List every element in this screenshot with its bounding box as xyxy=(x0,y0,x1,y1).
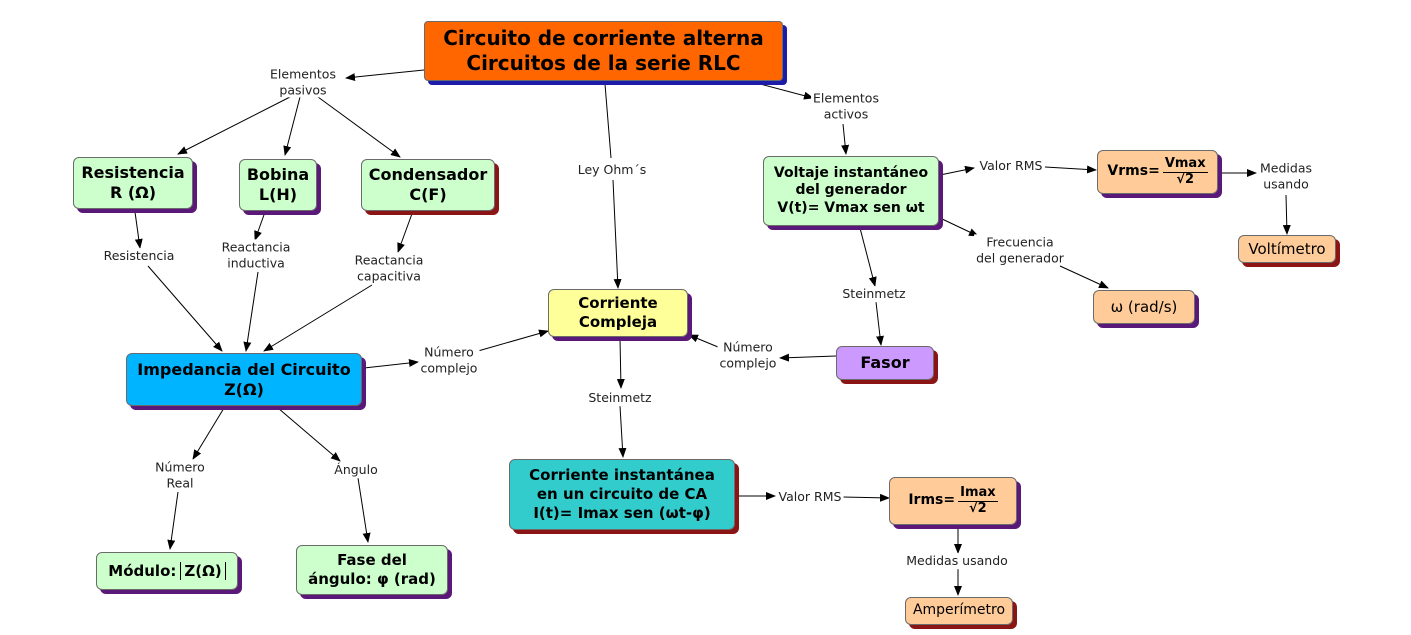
link-frecuencia-line2: del generador xyxy=(976,250,1064,265)
link-medidas-voltaje-line1: Medidas xyxy=(1260,160,1312,176)
link-numero-complejo-fasor-line2: complejo xyxy=(719,355,777,370)
voltimetro-node[interactable]: Voltímetro xyxy=(1238,235,1336,263)
fasor-label: Fasor xyxy=(860,353,910,372)
link-steinmetz-corriente: Steinmetz xyxy=(586,390,654,406)
corriente-instantanea-node[interactable]: Corriente instantánea en un circuito de … xyxy=(509,459,735,530)
voltaje-instantaneo-node[interactable]: Voltaje instantáneo del generador V(t)= … xyxy=(763,156,939,226)
impedancia-line1: Impedancia del Circuito xyxy=(137,359,351,379)
vrms-lhs: Vrms= xyxy=(1107,163,1160,180)
link-numero-real-line1: Número xyxy=(155,459,205,475)
link-elementos-pasivos-line2: pasivos xyxy=(279,82,327,97)
bobina-line1: Bobina xyxy=(246,165,310,184)
impedancia-line2: Z(Ω) xyxy=(224,379,264,399)
corriente-line2: Compleja xyxy=(578,313,658,331)
condensador-line2: C(F) xyxy=(409,185,447,204)
irms-numerator: Imax xyxy=(958,485,998,502)
link-elementos-activos-line1: Elementos xyxy=(813,90,879,106)
link-numero-complejo-imp-line2: complejo xyxy=(420,360,478,375)
link-steinmetz-voltaje: Steinmetz xyxy=(840,286,908,302)
voltaje-line3: V(t)= Vmax sen ωt xyxy=(777,199,925,216)
link-elementos-activos-line2: activos xyxy=(823,106,869,121)
instantanea-line1: Corriente instantánea xyxy=(529,466,715,485)
link-numero-real: Número Real xyxy=(153,459,207,491)
modulo-label: Módulo: xyxy=(108,561,177,580)
link-elementos-activos: Elementos activos xyxy=(811,90,881,122)
link-reactancia-inductiva: Reactancia inductiva xyxy=(219,239,293,271)
modulo-value: Z(Ω) xyxy=(180,561,226,581)
link-numero-complejo-impedancia: Número complejo xyxy=(418,344,480,376)
vrms-node[interactable]: Vrms= Vmax √2 xyxy=(1097,150,1218,194)
link-numero-complejo-imp-line1: Número xyxy=(424,344,474,360)
main-topic-line1: Circuito de corriente alterna xyxy=(443,26,764,50)
irms-denominator: √2 xyxy=(969,500,987,516)
link-reactancia-capacitiva-line1: Reactancia xyxy=(354,252,424,268)
voltaje-line2: del generador xyxy=(795,182,907,199)
fase-node[interactable]: Fase del ángulo: φ (rad) xyxy=(296,545,448,595)
link-medidas-usando-voltaje: Medidas usando xyxy=(1258,160,1314,192)
link-frecuencia-line1: Frecuencia xyxy=(986,234,1054,250)
instantanea-line3: I(t)= Imax sen (ωt-φ) xyxy=(533,503,711,522)
vrms-numerator: Vmax xyxy=(1162,156,1208,173)
voltaje-line1: Voltaje instantáneo xyxy=(773,164,929,181)
resistencia-line1: Resistencia xyxy=(81,163,185,182)
resistencia-line2: R (Ω) xyxy=(109,183,157,202)
vrms-denominator: √2 xyxy=(1176,171,1195,187)
link-ley-ohm: Ley Ohm´s xyxy=(575,162,649,178)
link-angulo: Ángulo xyxy=(332,462,380,478)
irms-node[interactable]: Irms= Imax √2 xyxy=(889,477,1017,525)
fasor-node[interactable]: Fasor xyxy=(836,346,934,380)
link-elementos-pasivos: Elementos pasivos xyxy=(268,66,338,98)
link-elementos-pasivos-line1: Elementos xyxy=(270,66,336,82)
link-medidas-voltaje-line2: usando xyxy=(1263,176,1309,191)
omega-node[interactable]: ω (rad/s) xyxy=(1093,290,1195,324)
link-reactancia-inductiva-line2: inductiva xyxy=(227,255,285,270)
irms-lhs: Irms= xyxy=(908,492,956,509)
fase-line1: Fase del xyxy=(337,551,407,570)
main-topic-line2: Circuitos de la serie RLC xyxy=(466,51,741,75)
corriente-compleja-node[interactable]: Corriente Compleja xyxy=(548,289,688,337)
condensador-line1: Condensador xyxy=(368,165,488,184)
condensador-node[interactable]: Condensador C(F) xyxy=(361,159,495,211)
link-resistencia: Resistencia xyxy=(101,248,177,264)
link-valor-rms-corriente: Valor RMS xyxy=(776,489,844,505)
vrms-fraction: Vmax √2 xyxy=(1162,156,1208,187)
amperimetro-node[interactable]: Amperímetro xyxy=(905,597,1013,625)
link-numero-real-line2: Real xyxy=(166,475,194,490)
resistencia-node[interactable]: Resistencia R (Ω) xyxy=(73,157,193,209)
fase-line2: ángulo: φ (rad) xyxy=(308,570,436,588)
corriente-line1: Corriente xyxy=(578,294,658,313)
link-reactancia-capacitiva-line2: capacitiva xyxy=(357,268,421,283)
link-valor-rms-voltaje: Valor RMS xyxy=(977,158,1045,174)
irms-fraction: Imax √2 xyxy=(958,485,998,516)
link-frecuencia-generador: Frecuencia del generador xyxy=(974,234,1066,266)
amperimetro-label: Amperímetro xyxy=(912,602,1006,619)
link-numero-complejo-fasor: Número complejo xyxy=(717,339,779,371)
link-reactancia-capacitiva: Reactancia capacitiva xyxy=(352,252,426,284)
impedancia-node[interactable]: Impedancia del Circuito Z(Ω) xyxy=(126,353,362,406)
bobina-node[interactable]: Bobina L(H) xyxy=(239,159,317,211)
bobina-line2: L(H) xyxy=(258,185,298,204)
link-reactancia-inductiva-line1: Reactancia xyxy=(221,239,291,255)
link-numero-complejo-fasor-line1: Número xyxy=(723,339,773,355)
main-topic-node[interactable]: Circuito de corriente alterna Circuitos … xyxy=(424,21,783,81)
omega-label: ω (rad/s) xyxy=(1110,297,1178,316)
modulo-node[interactable]: Módulo: Z(Ω) xyxy=(96,552,238,590)
voltimetro-label: Voltímetro xyxy=(1248,239,1326,258)
link-medidas-usando-corriente: Medidas usando xyxy=(904,553,1010,569)
instantanea-line2: en un circuito de CA xyxy=(536,485,708,504)
